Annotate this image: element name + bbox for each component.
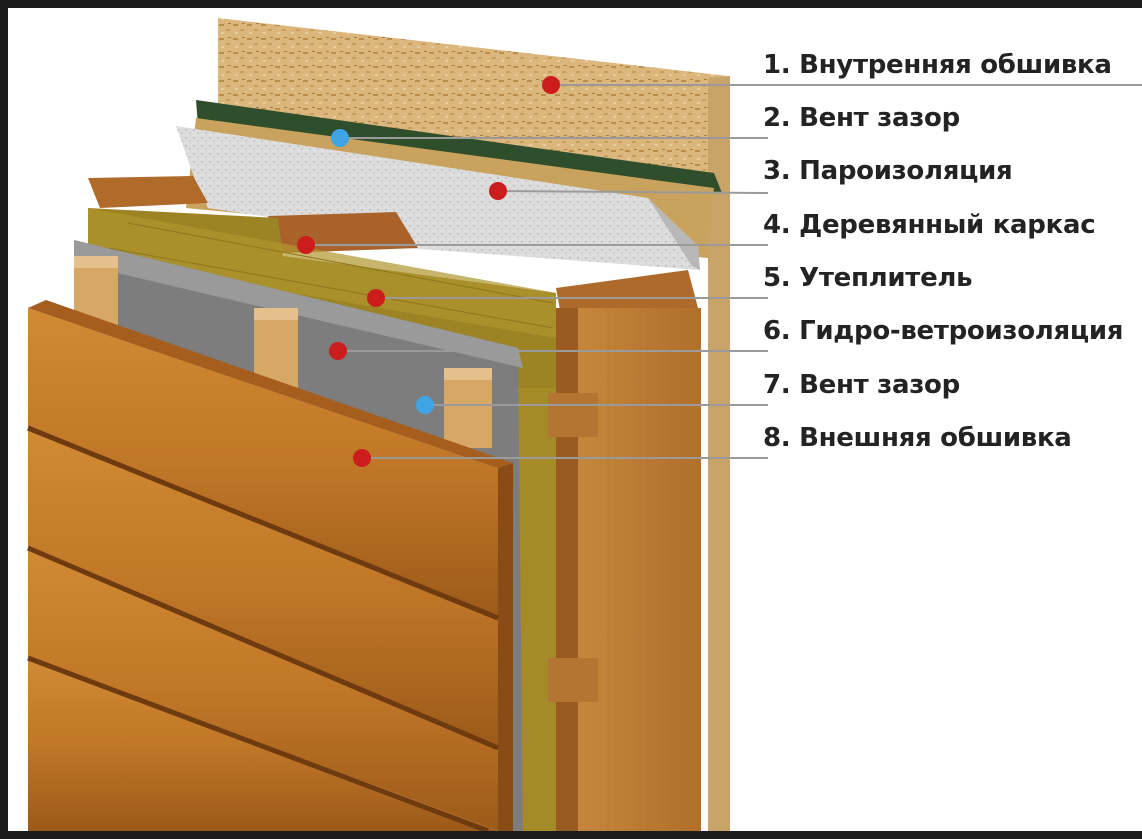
layer-label-1: 1. Внутренняя обшивка <box>763 50 1112 80</box>
layer-label-5: 5. Утеплитель <box>763 263 972 293</box>
layer-label-4: 4. Деревянный каркас <box>763 210 1095 240</box>
layer-label-8: 8. Внешняя обшивка <box>763 423 1072 453</box>
layer-label-6: 6. Гидро-ветроизоляция <box>763 316 1123 346</box>
layer-label-2: 2. Вент зазор <box>763 103 960 133</box>
diagram-frame: 1. Внутренняя обшивка 2. Вент зазор 3. П… <box>8 8 1142 831</box>
layer-label-7: 7. Вент зазор <box>763 370 960 400</box>
layer-labels: 1. Внутренняя обшивка 2. Вент зазор 3. П… <box>8 8 1142 831</box>
layer-label-3: 3. Пароизоляция <box>763 156 1012 186</box>
